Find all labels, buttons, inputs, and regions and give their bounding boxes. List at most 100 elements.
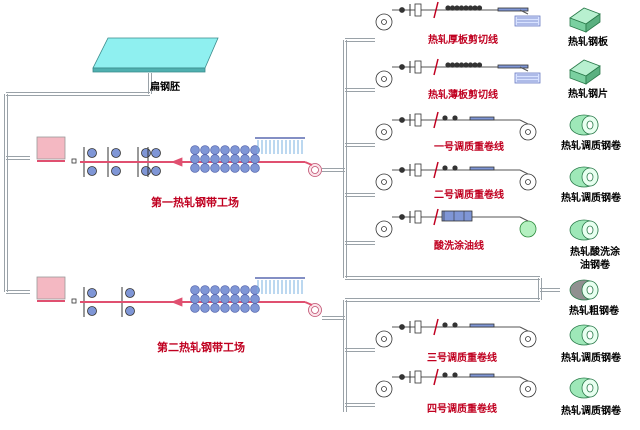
product-2-label: 热轧钢片 [568, 89, 608, 100]
plant2-finish-roll-0-1 [190, 294, 200, 304]
line1-leveler-0 [445, 5, 451, 11]
plant2-finish-roll-2-2 [210, 303, 220, 313]
plant-1-label: 第一热轧钢带工场 [151, 196, 239, 209]
plant2-finish-roll-4-0 [230, 285, 240, 295]
slab-label: 扁钢胚 [150, 82, 180, 93]
line2-uncoiler-hub [381, 76, 387, 82]
plant2-coiler-feed [304, 301, 313, 306]
line2-leveler-7 [476, 62, 483, 68]
line7-uncoiler-hub [381, 336, 387, 342]
line7-to-recoiler [519, 326, 529, 332]
product-5-label: 热轧酸洗涂油钢卷 [570, 247, 620, 271]
plant2-rough-roll-top-0 [87, 288, 97, 298]
plant2-finish-roll-2-0 [210, 285, 220, 295]
line1-leveler-7 [476, 5, 483, 11]
line2-pinch-1 [399, 64, 405, 70]
line2-leveler-1 [449, 62, 456, 68]
line7-cutter [433, 318, 439, 336]
plant1-finish-roll-0-2 [190, 163, 200, 173]
product1-stack-front [585, 13, 601, 33]
plant2-finish-roll-0-2 [190, 303, 200, 313]
plant1-finish-roll-2-0 [210, 145, 220, 155]
product-8-label: 热轧调质钢卷 [561, 406, 621, 417]
line2-stand-box [414, 60, 422, 74]
line5-to-recoiler [519, 216, 529, 222]
line7-stand-box [414, 320, 422, 334]
plant2-finish-roll-6-1 [250, 294, 260, 304]
line8-roll-1 [442, 372, 448, 378]
plant2-finish-roll-6-2 [250, 303, 260, 313]
plant1-rough-roll-bot-3 [151, 166, 161, 176]
line-4-label: 二号调质重卷线 [434, 190, 504, 201]
plant1-finish-roll-3-1 [220, 154, 230, 164]
line1-leveler-6 [472, 5, 478, 11]
line4-roll-2 [452, 165, 458, 171]
line3-stand-box [414, 113, 422, 127]
line2-leveler-4 [463, 62, 469, 68]
product-1-label: 热轧钢板 [568, 37, 608, 48]
plant1-finish-roll-3-0 [220, 145, 230, 155]
plant2-coiler-inner [311, 306, 319, 314]
product5-coil-eye [586, 225, 594, 235]
product-3-label: 热轧调质钢卷 [561, 141, 621, 152]
line2-conveyor [497, 64, 529, 69]
product4-coil-eye [586, 172, 594, 182]
line3-to-recoiler [519, 119, 529, 125]
line1-leveler-2 [454, 5, 460, 11]
plant2-furnace [36, 276, 66, 300]
line2-to-recoiler [519, 66, 529, 72]
plant1-finish-roll-4-2 [230, 163, 240, 173]
plant2-finish-roll-3-1 [220, 294, 230, 304]
plant2-finish-roll-4-2 [230, 303, 240, 313]
plant2-finish-roll-1-1 [200, 294, 210, 304]
line4-cutter [433, 161, 439, 179]
plant2-finish-roll-5-2 [240, 303, 250, 313]
product6-coil-eye [586, 285, 594, 295]
line-2-label: 热轧薄板剪切线 [428, 90, 498, 101]
line1-leveler-1 [449, 5, 456, 11]
line-8-label: 四号调质重卷线 [427, 404, 497, 415]
line4-recoiler-hub [525, 179, 531, 185]
line2-leveler-5 [467, 62, 474, 68]
line-7-label: 三号调质重卷线 [427, 353, 497, 364]
line4-pinch-1 [399, 167, 405, 173]
line1-leveler-4 [463, 5, 469, 11]
line2-cutter [433, 58, 439, 76]
product8-coil-eye [586, 383, 594, 393]
plant1-coiler-inner [311, 166, 319, 174]
plant1-finish-roll-3-2 [220, 163, 230, 173]
line8-roll-2 [452, 372, 458, 378]
line8-pinch-1 [399, 374, 405, 380]
line7-pinch-1 [399, 324, 405, 330]
line5-pinch-1 [399, 214, 405, 220]
line5-recoiler [519, 220, 537, 238]
line1-to-recoiler [519, 9, 529, 15]
line5-uncoiler-hub [381, 226, 387, 232]
line-1-label: 热轧厚板剪切线 [428, 35, 498, 46]
plant1-finish-roll-6-2 [250, 163, 260, 173]
plant1-finish-roll-5-2 [240, 163, 250, 173]
line1-pinch-1 [399, 7, 405, 13]
plant1-finish-roll-1-0 [200, 145, 210, 155]
plant1-rough-roll-top-3 [151, 148, 161, 158]
line4-tension [469, 166, 495, 171]
slab-edge [92, 67, 206, 73]
line3-cutter [433, 111, 439, 129]
plant1-finish-roll-6-1 [250, 154, 260, 164]
plant1-finish-roll-2-1 [210, 154, 220, 164]
line1-cutter [433, 1, 439, 19]
line1-stand-box [414, 3, 422, 17]
plant2-rough-roll-top-1 [125, 288, 135, 298]
line8-to-recoiler [519, 376, 529, 382]
plant2-finish-roll-1-2 [200, 303, 210, 313]
line4-roll-1 [442, 165, 448, 171]
line-3-label: 一号调质重卷线 [434, 142, 504, 153]
line8-tension [469, 373, 495, 378]
plant1-finish-roll-0-0 [190, 145, 200, 155]
product-6-label: 热轧粗钢卷 [569, 306, 619, 317]
line4-uncoiler-hub [381, 179, 387, 185]
line7-roll-1 [442, 322, 448, 328]
plant1-furnace [36, 136, 66, 160]
plant2-finish-roll-1-0 [200, 285, 210, 295]
